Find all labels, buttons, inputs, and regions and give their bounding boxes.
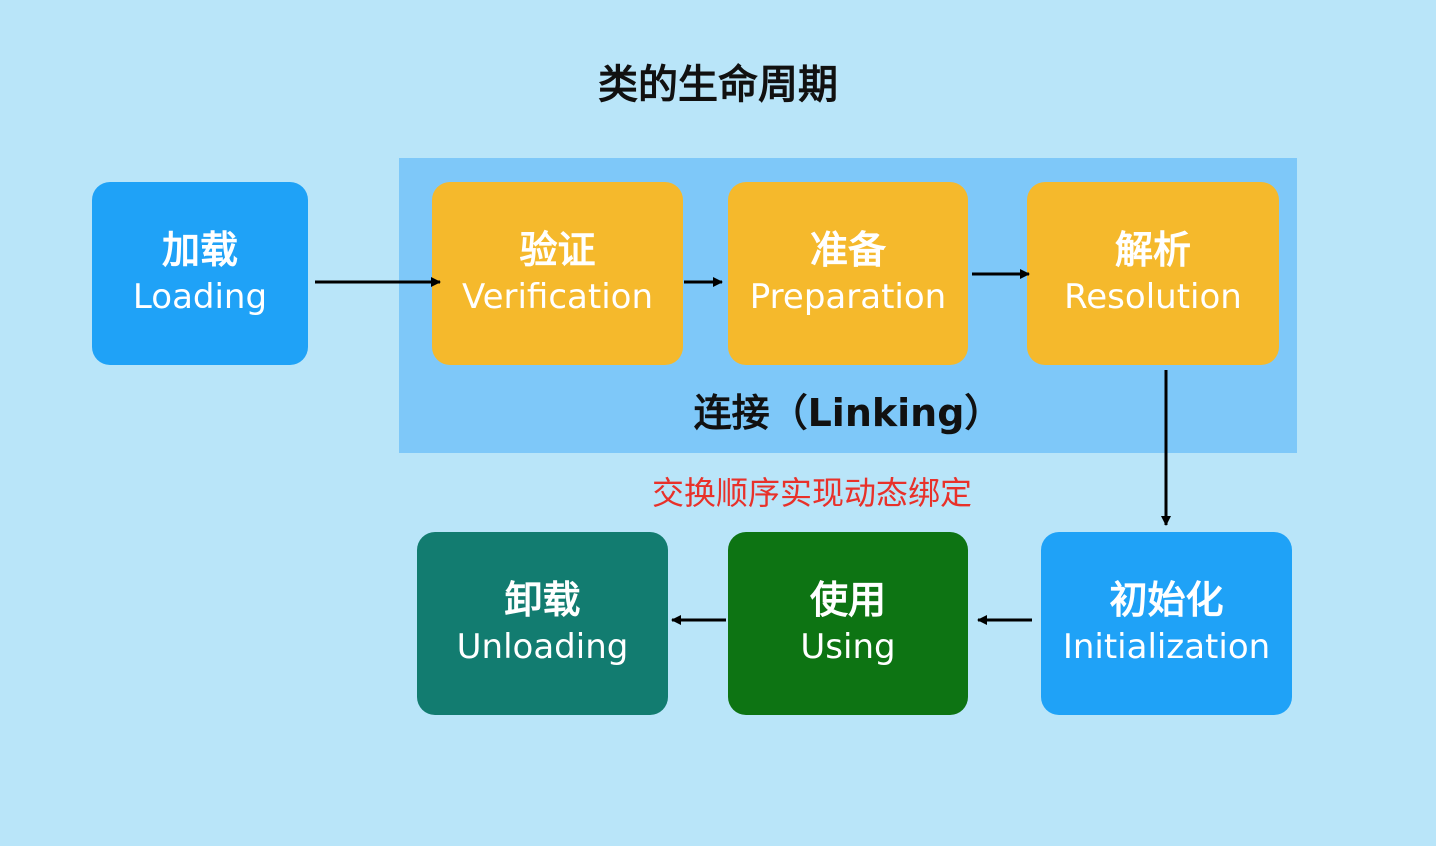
stage-resolution-en: Resolution [1064,277,1242,318]
stage-loading: 加载 Loading [92,182,308,365]
linking-label: 连接（Linking） [693,391,1003,435]
stage-loading-en: Loading [132,277,268,318]
diagram-title: 类的生命周期 [598,62,838,108]
stage-verification-cn: 验证 [519,227,596,272]
stage-preparation: 准备 Preparation [728,182,968,365]
stage-unloading-en: Unloading [456,627,629,668]
stage-unloading: 卸载 Unloading [417,532,668,715]
stage-resolution-cn: 解析 [1114,227,1191,272]
stage-verification: 验证 Verification [432,182,683,365]
stage-verification-en: Verification [461,277,654,318]
stage-resolution: 解析 Resolution [1027,182,1279,365]
stage-using-cn: 使用 [809,577,886,622]
stage-initialization-en: Initialization [1062,627,1271,668]
stage-initialization: 初始化 Initialization [1041,532,1292,715]
stage-using-en: Using [800,627,896,668]
stage-initialization-cn: 初始化 [1109,577,1224,622]
stage-unloading-cn: 卸载 [504,577,581,622]
stage-using: 使用 Using [728,532,968,715]
stage-loading-cn: 加载 [161,227,238,272]
stage-preparation-en: Preparation [749,277,947,318]
stage-preparation-cn: 准备 [809,227,886,272]
dynamic-binding-note: 交换顺序实现动态绑定 [652,474,973,512]
